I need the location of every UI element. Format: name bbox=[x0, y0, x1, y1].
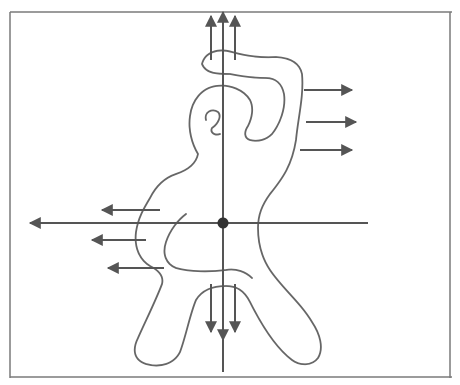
leftward-arrows-group bbox=[92, 210, 164, 268]
rightward-arrows-group bbox=[300, 90, 356, 150]
center-of-mass-dot bbox=[218, 218, 229, 229]
upward-arrows-group bbox=[211, 12, 235, 60]
downward-arrows-group bbox=[211, 284, 235, 340]
figure-body-outline bbox=[135, 51, 321, 366]
human-figure-outline bbox=[135, 51, 321, 366]
figure-frame bbox=[10, 12, 452, 378]
coordinate-axes bbox=[30, 30, 368, 372]
figure-ear-squiggle bbox=[206, 110, 220, 134]
